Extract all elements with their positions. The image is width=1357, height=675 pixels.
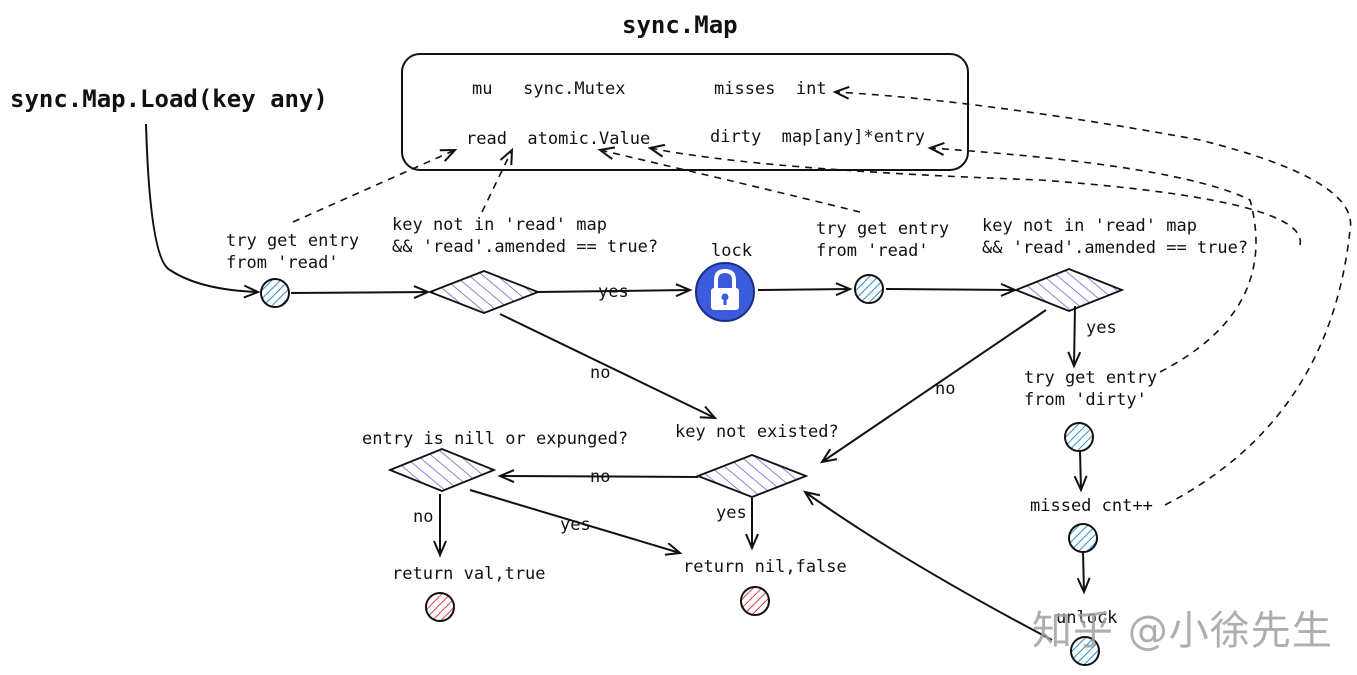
node-return-nil: return nil,false (683, 557, 847, 577)
dashed-field-links (292, 85, 1352, 506)
edge-label-no: no (590, 467, 611, 487)
decision-diamond-not-existed (695, 454, 809, 498)
node-unlock: unlock (1056, 608, 1118, 628)
state-circle-blue (1068, 523, 1098, 553)
watermark: 知乎 @小徐先生 (1032, 608, 1333, 654)
flow-arrows (145, 123, 1091, 641)
node-try-read-1: try get entry from 'read' (226, 231, 360, 273)
lock-icon (695, 262, 755, 322)
diagram-title: sync.Map (622, 11, 738, 39)
state-circle-blue (1064, 422, 1094, 452)
struct-field-misses: misses int (714, 79, 827, 99)
node-missed: missed cnt++ (1030, 496, 1153, 516)
edge-label-no: no (935, 379, 956, 399)
diamonds (387, 268, 1125, 498)
sync-map-struct-box (401, 53, 969, 171)
node-return-val: return val,true (392, 564, 546, 584)
state-circle-blue (854, 274, 884, 304)
edge-label-yes: yes (1086, 318, 1117, 338)
edge-label-yes: yes (716, 503, 747, 523)
edge-label-yes: yes (560, 515, 591, 535)
decision-diamond-read-1 (427, 270, 541, 314)
node-check-1: key not in 'read' map && 'read'.amended … (392, 215, 659, 257)
edge-label-yes: yes (598, 282, 629, 302)
node-nil-expunged: entry is nill or expunged? (362, 429, 629, 449)
state-circles (260, 274, 1100, 666)
decision-diamond-read-2 (1013, 268, 1125, 312)
node-not-existed: key not existed? (675, 422, 839, 442)
state-circle-red (740, 586, 770, 616)
entry-function-label: sync.Map.Load(key any) (10, 85, 328, 113)
edge-label-no: no (590, 363, 611, 383)
state-circle-red (425, 592, 455, 622)
struct-field-read: read atomic.Value (466, 129, 651, 149)
state-circle-blue (1070, 636, 1100, 666)
struct-field-mu: mu sync.Mutex (472, 79, 626, 99)
node-check-2: key not in 'read' map && 'read'.amended … (982, 216, 1249, 258)
node-lock: lock (711, 241, 752, 261)
decision-diamond-nil-expunged (387, 448, 497, 492)
edge-label-no: no (413, 507, 434, 527)
node-try-dirty: try get entry from 'dirty' (1024, 368, 1158, 410)
node-try-read-2: try get entry from 'read' (816, 219, 950, 261)
struct-field-dirty: dirty map[any]*entry (710, 127, 925, 147)
state-circle-blue (260, 278, 290, 308)
